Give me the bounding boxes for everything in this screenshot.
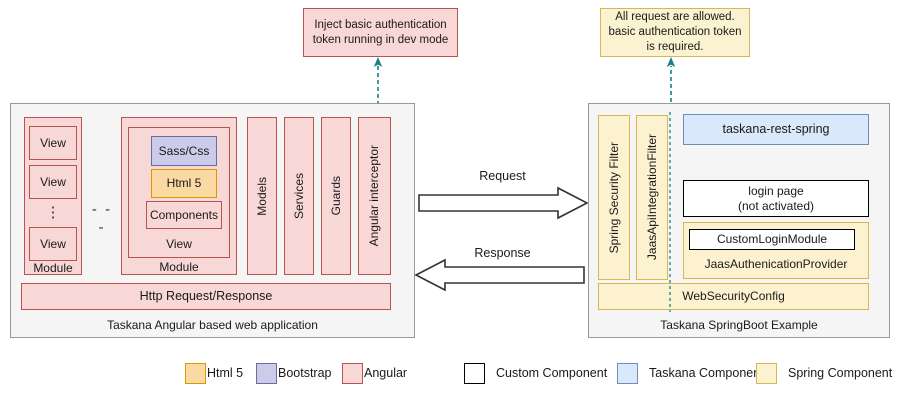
jaas-authentication-provider-label-text: JaasAuthenicationProvider: [704, 256, 848, 271]
jaas-authentication-provider-label: JaasAuthenicationProvider: [683, 254, 869, 274]
http-request-response-bar[interactable]: Http Request/Response: [21, 283, 391, 310]
module-b-html5-label: Html 5: [166, 176, 202, 191]
column-guards-label: Guards: [328, 176, 343, 216]
login-page-box[interactable]: login page (not activated): [683, 180, 869, 217]
legend-custom-swatch: [464, 362, 485, 384]
module-b-sass-css[interactable]: Sass/Css: [151, 136, 217, 166]
module-b-components-label: Components: [149, 207, 219, 222]
legend-bootstrap-label: Bootstrap: [278, 366, 332, 380]
spring-security-filter-label: Spring Security Filter: [606, 141, 621, 254]
legend: Html 5 Bootstrap Angular Custom Componen…: [0, 358, 900, 388]
legend-bootstrap-swatch: [256, 362, 277, 384]
request-arrow: [418, 186, 589, 220]
login-page-line-1: login page: [748, 184, 804, 199]
module-a-view-1[interactable]: View: [29, 126, 77, 160]
inject-token-callout: Inject basic authentication token runnin…: [303, 8, 458, 57]
legend-html5-label: Html 5: [207, 366, 244, 380]
custom-login-module-label: CustomLoginModule: [716, 232, 828, 247]
legend-spring-swatch: [756, 362, 777, 384]
module-a-view-1-label: View: [40, 135, 66, 150]
all-requests-callout-text: All request are allowed. basic authentic…: [608, 11, 742, 53]
module-b-label: Module: [121, 260, 237, 274]
column-services[interactable]: Services: [284, 117, 314, 275]
module-a-vertical-ellipsis: ⋮: [29, 200, 77, 226]
legend-taskana-swatch: [617, 362, 638, 384]
left-panel-caption-text: Taskana Angular based web application: [107, 317, 318, 332]
http-request-response-label: Http Request/Response: [139, 289, 273, 304]
legend-taskana-label: Taskana Component: [649, 366, 764, 380]
response-arrow: [414, 258, 585, 292]
module-a-view-3-label: View: [40, 236, 66, 251]
module-a-label: Module: [24, 261, 82, 275]
jaas-api-integration-filter-label: JaasApiIntegrationFilter: [644, 134, 659, 261]
legend-angular-swatch: [342, 362, 363, 384]
web-security-config[interactable]: WebSecurityConfig: [598, 283, 869, 310]
column-services-label: Services: [291, 172, 306, 219]
request-label: Request: [420, 168, 585, 184]
inject-token-callout-text: Inject basic authentication token runnin…: [312, 18, 449, 46]
module-a-label-text: Module: [33, 260, 73, 275]
module-b-view-label-text: View: [166, 236, 192, 251]
legend-angular: Angular: [342, 358, 407, 388]
legend-spring-label: Spring Component: [788, 366, 893, 380]
column-angular-interceptor-label: Angular interceptor: [367, 145, 382, 247]
taskana-rest-spring-label: taskana-rest-spring: [722, 122, 830, 137]
login-page-line-2: (not activated): [737, 198, 815, 213]
modules-separator-text: - - -: [91, 201, 113, 236]
module-a-view-3[interactable]: View: [29, 227, 77, 261]
legend-taskana: Taskana Component: [617, 358, 764, 388]
module-b-html5[interactable]: Html 5: [151, 169, 217, 198]
taskana-rest-spring-box[interactable]: taskana-rest-spring: [683, 114, 869, 145]
legend-spring: Spring Component: [756, 358, 892, 388]
module-b-components[interactable]: Components: [146, 201, 222, 229]
legend-angular-label: Angular: [364, 366, 408, 380]
response-label-text: Response: [474, 245, 531, 260]
security-boundary-dashed-line: [669, 112, 671, 312]
module-b-sass-css-label: Sass/Css: [158, 143, 210, 158]
legend-custom: Custom Component: [464, 358, 607, 388]
legend-bootstrap: Bootstrap: [256, 358, 332, 388]
column-models-label: Models: [254, 176, 269, 216]
module-a-view-2[interactable]: View: [29, 165, 77, 199]
module-a-ellipsis-glyph: ⋮: [45, 204, 61, 222]
spring-security-filter[interactable]: Spring Security Filter: [598, 115, 630, 280]
column-models[interactable]: Models: [247, 117, 277, 275]
all-requests-callout: All request are allowed. basic authentic…: [600, 8, 750, 57]
custom-login-module[interactable]: CustomLoginModule: [689, 229, 855, 250]
right-panel-caption: Taskana SpringBoot Example: [588, 316, 890, 334]
modules-separator: - - -: [86, 201, 118, 236]
legend-html5: Html 5: [185, 358, 243, 388]
module-a-view-2-label: View: [40, 174, 66, 189]
right-panel-caption-text: Taskana SpringBoot Example: [660, 317, 818, 332]
module-b-view-label: View: [128, 236, 230, 252]
web-security-config-label: WebSecurityConfig: [682, 289, 785, 304]
column-angular-interceptor[interactable]: Angular interceptor: [358, 117, 391, 275]
left-panel-caption: Taskana Angular based web application: [10, 316, 415, 334]
legend-custom-label: Custom Component: [496, 366, 608, 380]
module-b-label-text: Module: [159, 259, 199, 274]
legend-html5-swatch: [185, 362, 206, 384]
jaas-api-integration-filter[interactable]: JaasApiIntegrationFilter: [636, 115, 668, 280]
response-label: Response: [420, 245, 585, 261]
request-label-text: Request: [479, 168, 526, 183]
column-guards[interactable]: Guards: [321, 117, 351, 275]
